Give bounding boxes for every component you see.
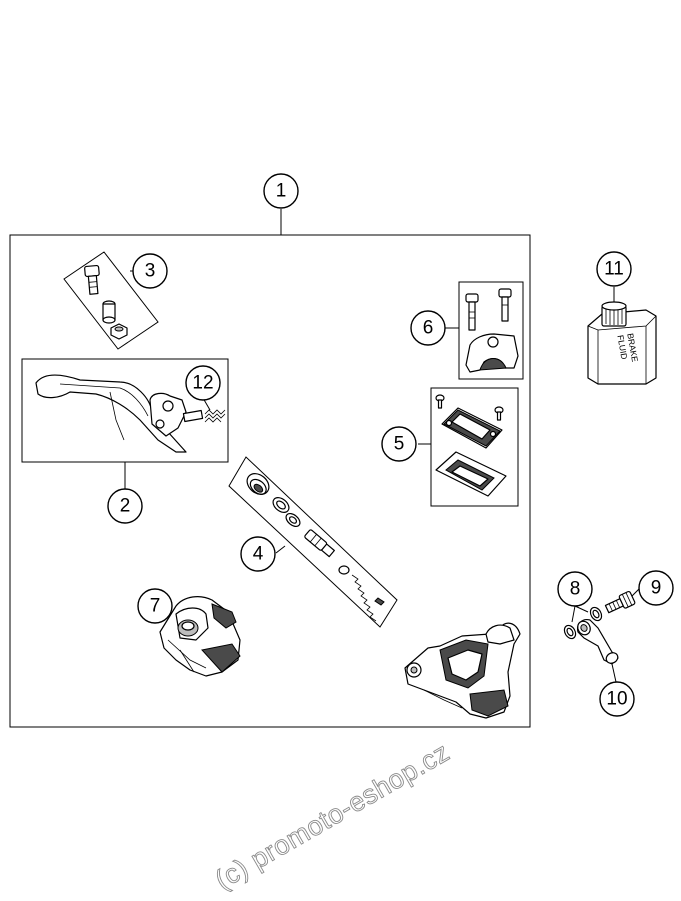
callout-6: 6 xyxy=(410,310,446,346)
callout-9: 9 xyxy=(638,570,674,606)
bottle-label-brake: BRAKE xyxy=(625,333,640,363)
callout-12: 12 xyxy=(185,365,221,401)
callout-2-label: 2 xyxy=(120,496,131,517)
group-5-reservoir-cover xyxy=(418,387,519,507)
callout-10-label: 10 xyxy=(606,689,627,710)
group-6-handlebar-clamp xyxy=(444,281,524,380)
watermark: (c) promoto-eshop.cz xyxy=(210,737,455,896)
callout-7-label: 7 xyxy=(150,596,161,617)
callout-4: 4 xyxy=(240,536,276,572)
callout-6-label: 6 xyxy=(423,318,434,339)
callout-8-label: 8 xyxy=(570,579,581,600)
callout-1: 1 xyxy=(263,173,299,209)
callout-2: 2 xyxy=(107,488,143,524)
group-3-screw-set xyxy=(63,251,159,350)
part-11-brake-fluid-bottle: BRAKE FLUID xyxy=(587,287,657,385)
callout-7: 7 xyxy=(137,588,173,624)
callout-10: 10 xyxy=(599,681,635,717)
callout-11: 11 xyxy=(596,251,632,287)
callout-3: 3 xyxy=(132,253,168,289)
part-7-master-cylinder xyxy=(159,596,241,677)
callout-11-label: 11 xyxy=(604,259,624,280)
callout-5: 5 xyxy=(381,426,417,462)
assembly-frame xyxy=(9,234,531,728)
group-4-piston-kit xyxy=(228,456,398,628)
bottle-label-fluid: FLUID xyxy=(615,334,629,360)
master-cylinder-housing xyxy=(404,622,521,719)
callout-5-label: 5 xyxy=(394,434,405,455)
callout-4-label: 4 xyxy=(253,544,264,565)
part-12-adjuster-spring xyxy=(202,397,226,423)
callout-3-label: 3 xyxy=(145,261,156,282)
parts-8-9-10-banjo-set xyxy=(563,587,641,683)
callout-1-label: 1 xyxy=(276,181,287,202)
callout-9-label: 9 xyxy=(651,578,662,599)
group-2-brake-lever xyxy=(21,358,229,490)
callout-12-label: 12 xyxy=(192,373,213,394)
callout-8: 8 xyxy=(557,571,593,607)
